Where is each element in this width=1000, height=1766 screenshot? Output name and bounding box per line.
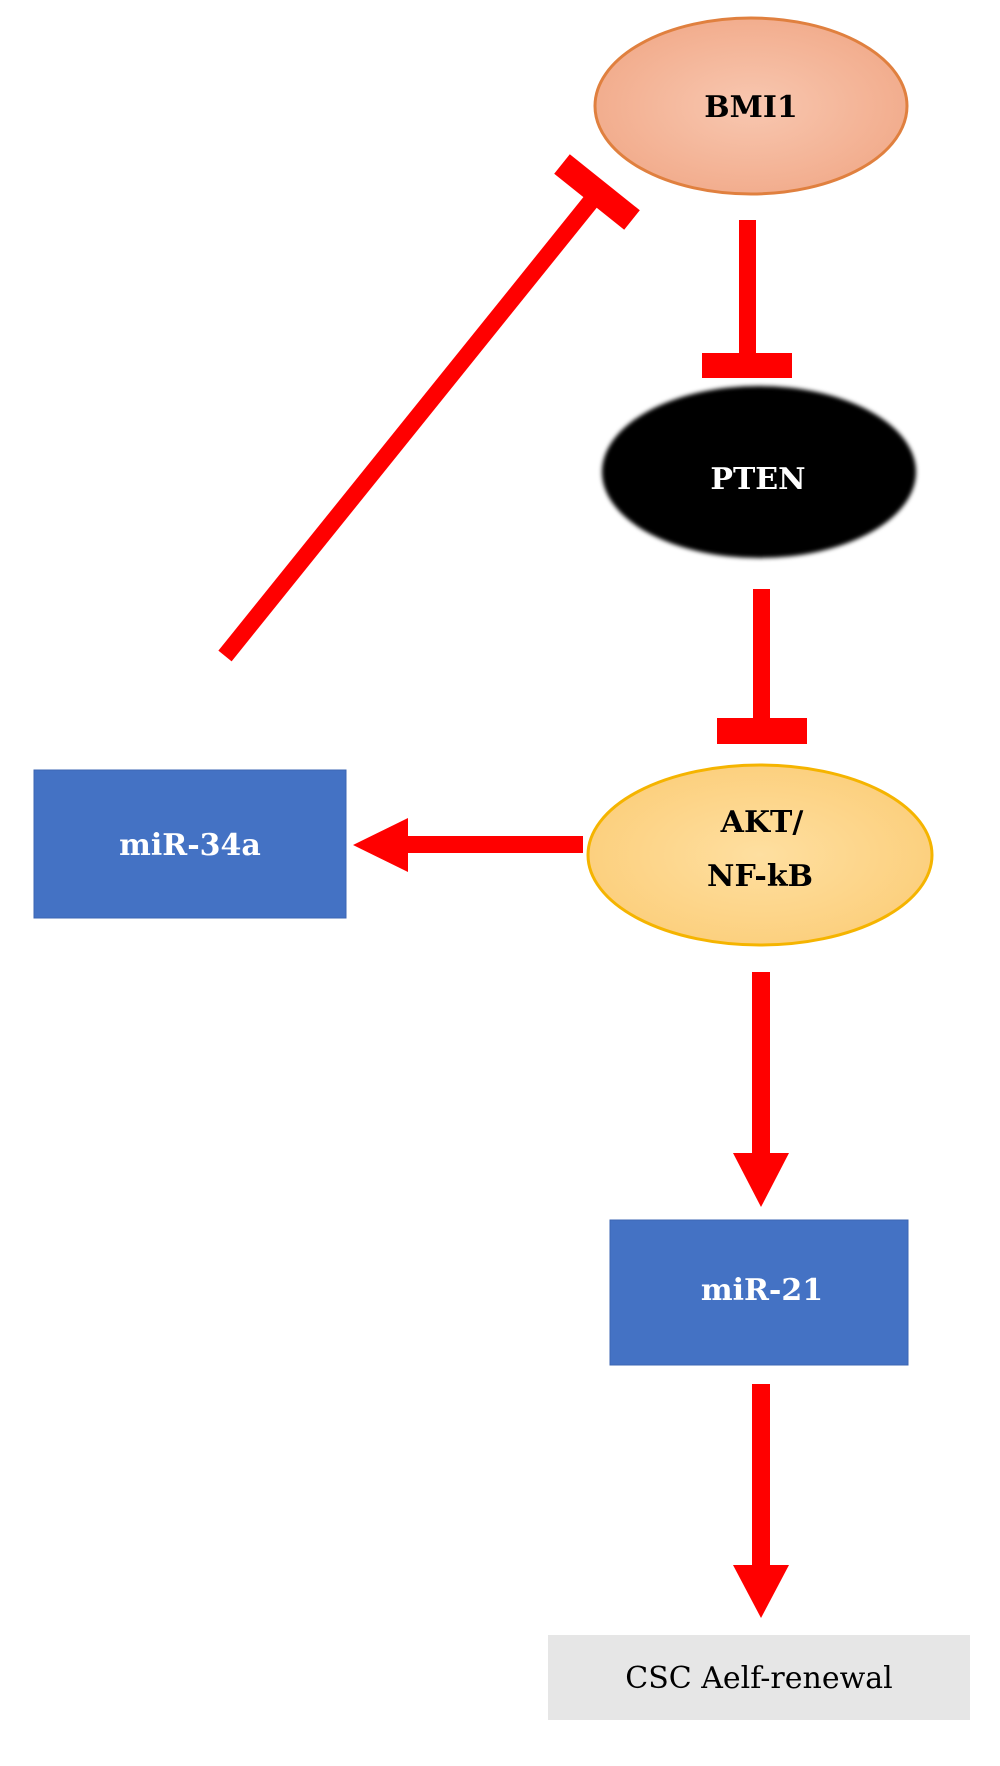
node-pten: PTEN bbox=[602, 386, 916, 558]
node-mir34a: miR-34a bbox=[33, 769, 347, 919]
node-bmi1: BMI1 bbox=[593, 16, 909, 196]
bmi1-ellipse bbox=[593, 16, 909, 196]
arrow-head bbox=[733, 1565, 789, 1618]
akt-label-line1: AKT/ bbox=[720, 805, 804, 840]
mir34a-label: miR-34a bbox=[119, 828, 261, 863]
edge-akt-activates-mir21 bbox=[733, 972, 789, 1207]
arrow-head bbox=[733, 1153, 789, 1207]
inhibition-bar bbox=[717, 718, 807, 744]
edge-mir34a-inhibits-bmi1 bbox=[218, 154, 640, 662]
edge-pten-inhibits-akt bbox=[717, 589, 807, 744]
inhibition-line bbox=[753, 589, 770, 724]
inhibition-line bbox=[739, 220, 756, 360]
mir21-box bbox=[609, 1219, 909, 1366]
arrow-head bbox=[353, 818, 408, 872]
inhibition-bar bbox=[702, 353, 792, 378]
arrow-shaft bbox=[405, 836, 583, 853]
arrow-shaft bbox=[752, 1384, 770, 1568]
inhibition-bar bbox=[554, 154, 640, 230]
akt-label-line2: NF-kB bbox=[707, 859, 813, 894]
bmi1-label: BMI1 bbox=[704, 90, 797, 125]
node-akt-nfkb: AKT/ NF-kB bbox=[586, 763, 934, 947]
arrow-shaft bbox=[752, 972, 770, 1156]
node-csc-self-renewal: CSC Aelf-renewal bbox=[548, 1635, 970, 1720]
edge-akt-activates-mir34a bbox=[353, 818, 583, 872]
csc-box bbox=[548, 1635, 970, 1720]
edge-mir21-activates-csc bbox=[733, 1384, 789, 1618]
pten-ellipse bbox=[602, 386, 916, 558]
node-mir21: miR-21 bbox=[609, 1219, 909, 1366]
mir34a-box bbox=[33, 769, 347, 919]
inhibition-line bbox=[218, 194, 599, 662]
csc-label: CSC Aelf-renewal bbox=[625, 1661, 893, 1696]
pten-label: PTEN bbox=[710, 462, 805, 497]
mir21-label: miR-21 bbox=[701, 1273, 823, 1308]
akt-ellipse bbox=[586, 763, 934, 947]
edge-bmi1-inhibits-pten bbox=[702, 220, 792, 378]
